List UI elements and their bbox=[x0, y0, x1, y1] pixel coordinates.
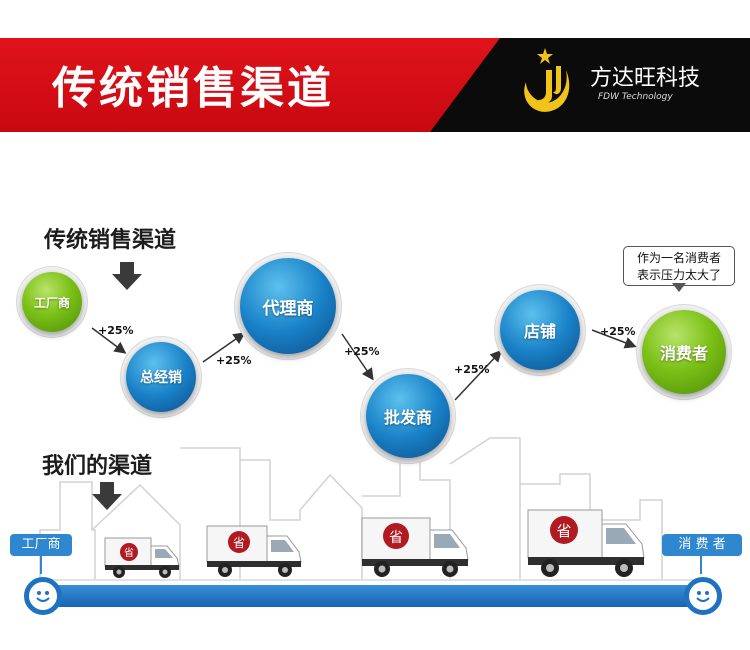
delivery-truck-icon: 省 bbox=[527, 509, 645, 577]
node-general-distributor: 总经销 bbox=[126, 342, 196, 412]
smiley-icon bbox=[684, 577, 722, 615]
pointer-line bbox=[700, 556, 702, 574]
our-channel-title: 我们的渠道 bbox=[42, 454, 153, 479]
traditional-channel-title: 传统销售渠道 bbox=[44, 228, 177, 253]
node-factory: 工厂商 bbox=[22, 272, 82, 332]
markup-label: +25% bbox=[600, 325, 636, 338]
node-label: 工厂商 bbox=[33, 295, 70, 310]
node-wholesaler: 批发商 bbox=[366, 374, 450, 458]
down-arrow-icon bbox=[112, 262, 142, 290]
truck-badge: 省 bbox=[124, 546, 134, 559]
truck-badge: 省 bbox=[389, 530, 403, 546]
truck-badge: 省 bbox=[556, 522, 571, 540]
down-arrow-icon bbox=[92, 482, 122, 510]
node-label: 店铺 bbox=[523, 322, 556, 341]
markup-label: +25% bbox=[216, 354, 252, 367]
node-store: 店铺 bbox=[500, 290, 580, 370]
bubble-line: 作为一名消费者 bbox=[636, 251, 721, 265]
delivery-truck-icon: 省 bbox=[206, 525, 302, 577]
brand-logo-icon bbox=[524, 48, 570, 112]
node-consumer: 消费者 bbox=[642, 310, 726, 394]
markup-label: +25% bbox=[98, 324, 134, 337]
pointer-line bbox=[40, 556, 42, 574]
node-label: 消费者 bbox=[659, 344, 708, 363]
node-label: 总经销 bbox=[140, 370, 182, 386]
node-label: 批发商 bbox=[383, 408, 432, 427]
truck-badge: 省 bbox=[233, 536, 245, 550]
node-label: 代理商 bbox=[262, 298, 314, 319]
brand-name: 方达旺科技 bbox=[590, 66, 701, 91]
markup-label: +25% bbox=[344, 345, 380, 358]
bubble-line: 表示压力太大了 bbox=[636, 268, 721, 282]
timeline-end-tag: 消 费 者 bbox=[662, 534, 742, 556]
timeline-bar bbox=[40, 585, 706, 607]
delivery-truck-icon: 省 bbox=[104, 537, 180, 578]
banner-red-panel bbox=[0, 38, 500, 132]
node-agent: 代理商 bbox=[240, 258, 336, 354]
smiley-icon bbox=[24, 577, 62, 615]
brand-subtitle: FDW Technology bbox=[598, 92, 673, 102]
speech-bubble-tail bbox=[672, 283, 686, 292]
delivery-truck-icon: 省 bbox=[361, 517, 469, 577]
header-banner: 传统销售渠道 方达旺科技 FDW Technology bbox=[0, 38, 750, 132]
timeline-start-tag: 工厂商 bbox=[10, 534, 72, 556]
banner-title: 传统销售渠道 bbox=[52, 63, 334, 114]
markup-label: +25% bbox=[454, 363, 490, 376]
speech-bubble: 作为一名消费者 表示压力太大了 bbox=[623, 246, 735, 286]
